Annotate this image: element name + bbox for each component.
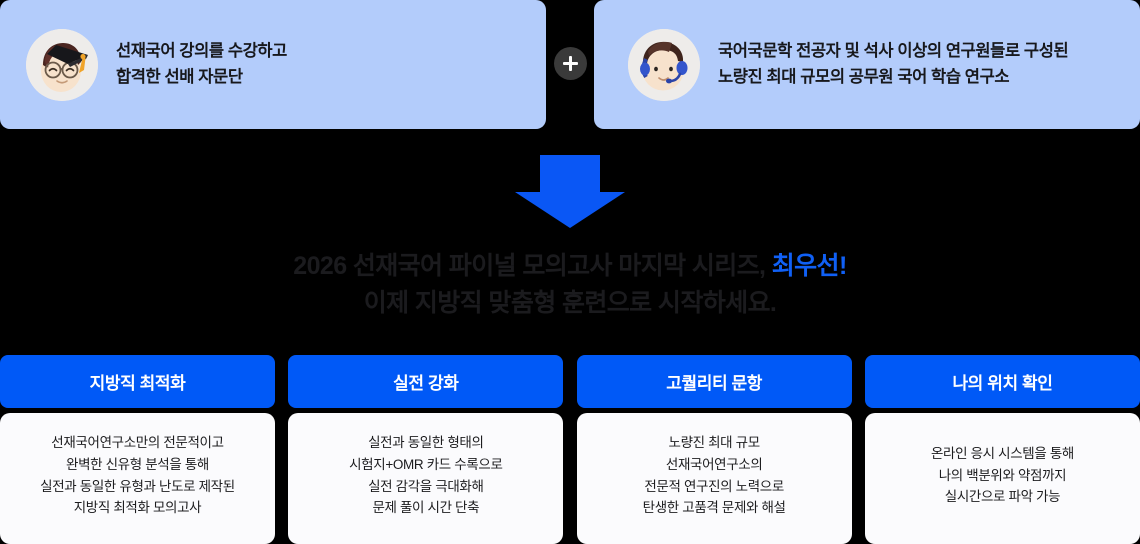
feature-card-title: 나의 위치 확인 [864, 355, 1140, 408]
intro-card-advisors-text: 선재국어 강의를 수강하고 합격한 선배 자문단 [116, 39, 287, 89]
feature-body-line: 완벽한 신유형 분석을 통해 [66, 456, 209, 472]
plus-icon [554, 47, 587, 80]
feature-card-list: 지방직 최적화 선재국어연구소만의 전문적이고 완벽한 신유형 분석을 통해 실… [0, 355, 1140, 544]
feature-card-body: 노량진 최대 규모 선재국어연구소의 전문적 연구진의 노력으로 탄생한 고품격… [576, 413, 852, 544]
feature-card-body: 실전과 동일한 형태의 시험지+OMR 카드 수록으로 실전 감각을 극대화해 … [288, 413, 564, 544]
plus-icon-vertical-bar [568, 56, 573, 71]
feature-card[interactable]: 실전 강화 실전과 동일한 형태의 시험지+OMR 카드 수록으로 실전 감각을… [288, 355, 564, 544]
feature-body-line: 실전과 동일한 형태의 [368, 434, 484, 450]
headline-line-1: 2026 선재국어 파이널 모의고사 마지막 시리즈, 최우선! [0, 248, 1140, 285]
feature-card-body: 선재국어연구소만의 전문적이고 완벽한 신유형 분석을 통해 실전과 동일한 유… [0, 413, 275, 544]
headline-line-1-prefix: 2026 선재국어 파이널 모의고사 마지막 시리즈, [293, 252, 772, 280]
feature-body-line: 선재국어연구소만의 전문적이고 [51, 434, 224, 450]
feature-body-line: 탄생한 고품격 문제와 해설 [642, 500, 786, 516]
feature-card-title: 지방직 최적화 [0, 355, 275, 408]
feature-body-line: 나의 백분위와 약점까지 [938, 467, 1067, 483]
feature-body-line: 노량진 최대 규모 [668, 434, 761, 450]
feature-body-line: 실전 감각을 극대화해 [368, 478, 484, 494]
feature-body-line: 전문적 연구진의 노력으로 [644, 478, 784, 494]
intro-line: 노량진 최대 규모의 공무원 국어 학습 연구소 [718, 67, 1010, 86]
feature-card-title: 실전 강화 [288, 355, 564, 408]
feature-card-body: 온라인 응시 시스템을 통해 나의 백분위와 약점까지 실시간으로 파악 가능 [864, 413, 1140, 544]
feature-card-title: 고퀄리티 문항 [576, 355, 852, 408]
feature-card[interactable]: 지방직 최적화 선재국어연구소만의 전문적이고 완벽한 신유형 분석을 통해 실… [0, 355, 275, 544]
feature-body-line: 지방직 최적화 모의고사 [73, 500, 202, 516]
intro-line: 합격한 선배 자문단 [116, 67, 243, 86]
feature-body-line: 선재국어연구소의 [665, 456, 763, 472]
headline-accent: 최우선! [771, 252, 848, 280]
feature-body-line: 온라인 응시 시스템을 통해 [930, 445, 1074, 461]
intro-section: 선재국어 강의를 수강하고 합격한 선배 자문단 [0, 0, 1140, 129]
intro-card-research-lab: 국어국문학 전공자 및 석사 이상의 연구원들로 구성된 노량진 최대 규모의 … [594, 0, 1140, 129]
graduate-student-avatar [26, 28, 98, 101]
intro-card-research-lab-text: 국어국문학 전공자 및 석사 이상의 연구원들로 구성된 노량진 최대 규모의 … [718, 39, 1069, 89]
intro-line: 국어국문학 전공자 및 석사 이상의 연구원들로 구성된 [718, 42, 1069, 61]
arrow-down-icon [0, 150, 1140, 232]
feature-body-line: 문제 풀이 시간 단축 [372, 500, 480, 516]
feature-body-line: 실시간으로 파악 가능 [944, 489, 1061, 505]
feature-card[interactable]: 나의 위치 확인 온라인 응시 시스템을 통해 나의 백분위와 약점까지 실시간… [864, 355, 1140, 544]
feature-body-line: 시험지+OMR 카드 수록으로 [349, 456, 503, 472]
feature-card[interactable]: 고퀄리티 문항 노량진 최대 규모 선재국어연구소의 전문적 연구진의 노력으로… [576, 355, 852, 544]
intro-card-advisors: 선재국어 강의를 수강하고 합격한 선배 자문단 [0, 0, 546, 129]
headline-line-2: 이제 지방직 맞춤형 훈련으로 시작하세요. [363, 288, 777, 317]
feature-body-line: 실전과 동일한 유형과 난도로 제작된 [40, 478, 235, 494]
headline: 2026 선재국어 파이널 모의고사 마지막 시리즈, 최우선! 이제 지방직 … [0, 248, 1140, 321]
intro-line: 선재국어 강의를 수강하고 [116, 42, 287, 61]
headset-researcher-avatar [628, 28, 700, 101]
